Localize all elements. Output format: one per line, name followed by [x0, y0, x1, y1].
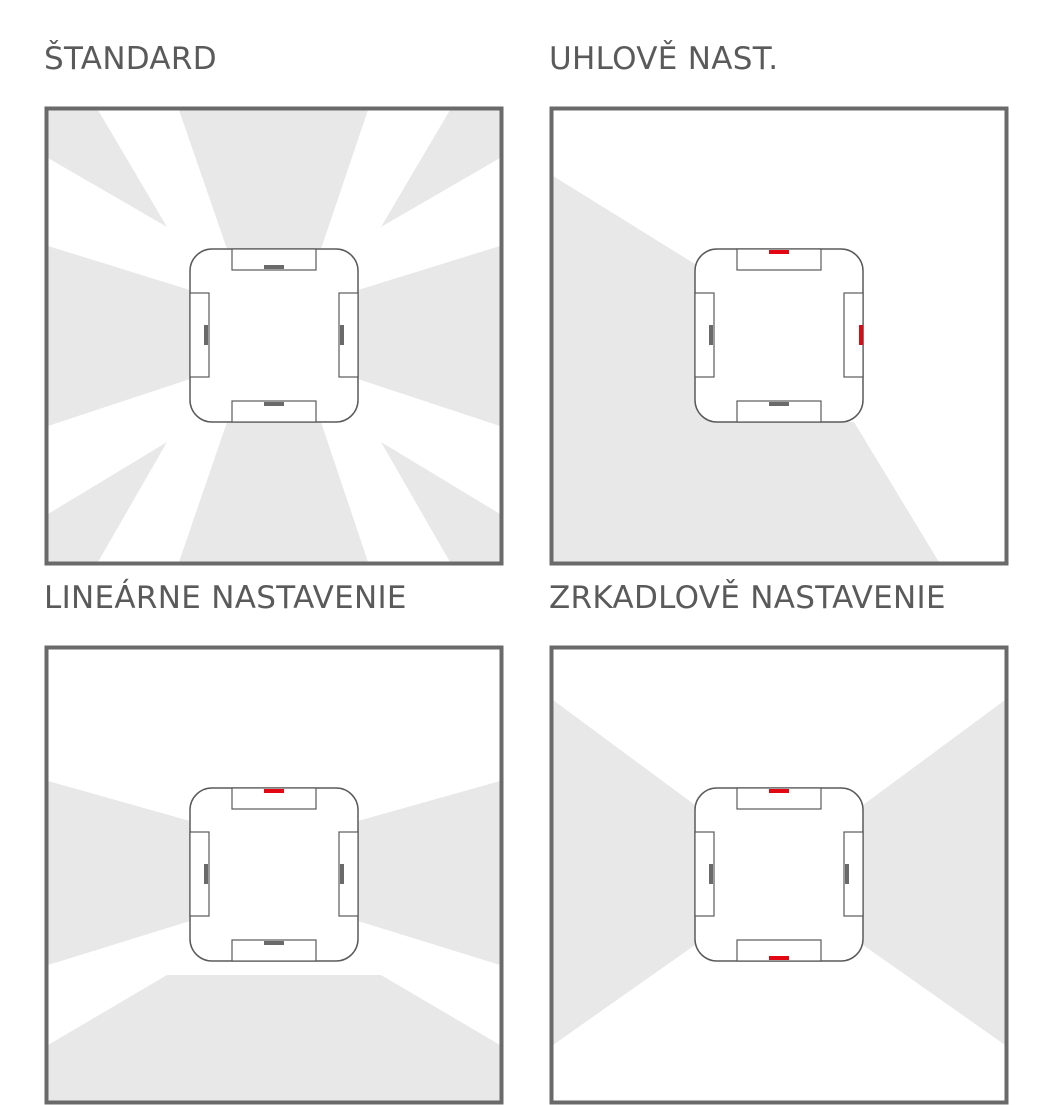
sensor-bottom-indicator: [264, 402, 284, 406]
panel-standard: [44, 106, 504, 566]
sensor-device: [189, 787, 359, 962]
sensor-device: [694, 248, 864, 423]
sensor-top-housing: [736, 787, 822, 810]
sensor-top-indicator: [264, 265, 284, 269]
sensor-top-housing: [231, 248, 317, 271]
sensor-right-indicator: [845, 864, 849, 884]
panel-linear: [44, 645, 504, 1105]
panel-mirror: [549, 645, 1009, 1105]
panel-title-standard: ŠTANDARD: [44, 41, 217, 77]
panel-corner: [549, 106, 1009, 566]
sensor-left-housing: [189, 292, 210, 378]
sensor-left-indicator: [204, 325, 208, 345]
sensor-left-housing: [694, 831, 715, 917]
sensor-bottom-housing: [736, 939, 822, 962]
sensor-right-indicator: [340, 325, 344, 345]
sensor-left-indicator: [709, 864, 713, 884]
sensor-right-housing: [338, 292, 359, 378]
area-frame: [549, 106, 1009, 566]
panel-title-mirror: ZRKADLOVĚ NASTAVENIE: [549, 580, 946, 616]
sensor-right-indicator: [340, 864, 344, 884]
sensor-top-indicator-active: [769, 250, 789, 254]
detection-zones: [48, 781, 500, 1101]
sensor-bottom-indicator: [769, 402, 789, 406]
detection-zones: [553, 700, 1005, 1045]
detection-zones: [48, 110, 500, 562]
sensor-right-housing: [338, 831, 359, 917]
area-frame: [549, 645, 1009, 1105]
sensor-bottom-housing: [231, 939, 317, 962]
panel-title-linear: LINEÁRNE NASTAVENIE: [44, 580, 407, 616]
area-frame: [44, 645, 504, 1105]
device-body: [189, 787, 359, 962]
panel-title-corner: UHLOVĚ NAST.: [549, 41, 779, 77]
detection-zones: [553, 176, 939, 562]
sensor-left-housing: [694, 292, 715, 378]
linear-detection-diagram: [44, 645, 504, 1105]
sensor-device: [694, 787, 864, 962]
sensor-bottom-indicator-active: [769, 956, 789, 960]
standard-detection-diagram: [44, 106, 504, 566]
sensor-top-housing: [736, 248, 822, 271]
sensor-right-housing: [843, 831, 864, 917]
corner-detection-diagram: [549, 106, 1009, 566]
device-body: [694, 787, 864, 962]
sensor-bottom-indicator: [264, 941, 284, 945]
device-body: [694, 248, 864, 423]
sensor-bottom-housing: [231, 400, 317, 423]
device-body: [189, 248, 359, 423]
mirror-detection-diagram: [549, 645, 1009, 1105]
sensor-right-indicator-active: [859, 325, 863, 345]
sensor-top-indicator-active: [264, 789, 284, 793]
sensor-device: [189, 248, 359, 423]
area-frame: [44, 106, 504, 566]
sensor-top-housing: [231, 787, 317, 810]
sensor-left-indicator: [204, 864, 208, 884]
sensor-top-indicator-active: [769, 789, 789, 793]
sensor-left-indicator: [709, 325, 713, 345]
sensor-bottom-housing: [736, 400, 822, 423]
sensor-left-housing: [189, 831, 210, 917]
